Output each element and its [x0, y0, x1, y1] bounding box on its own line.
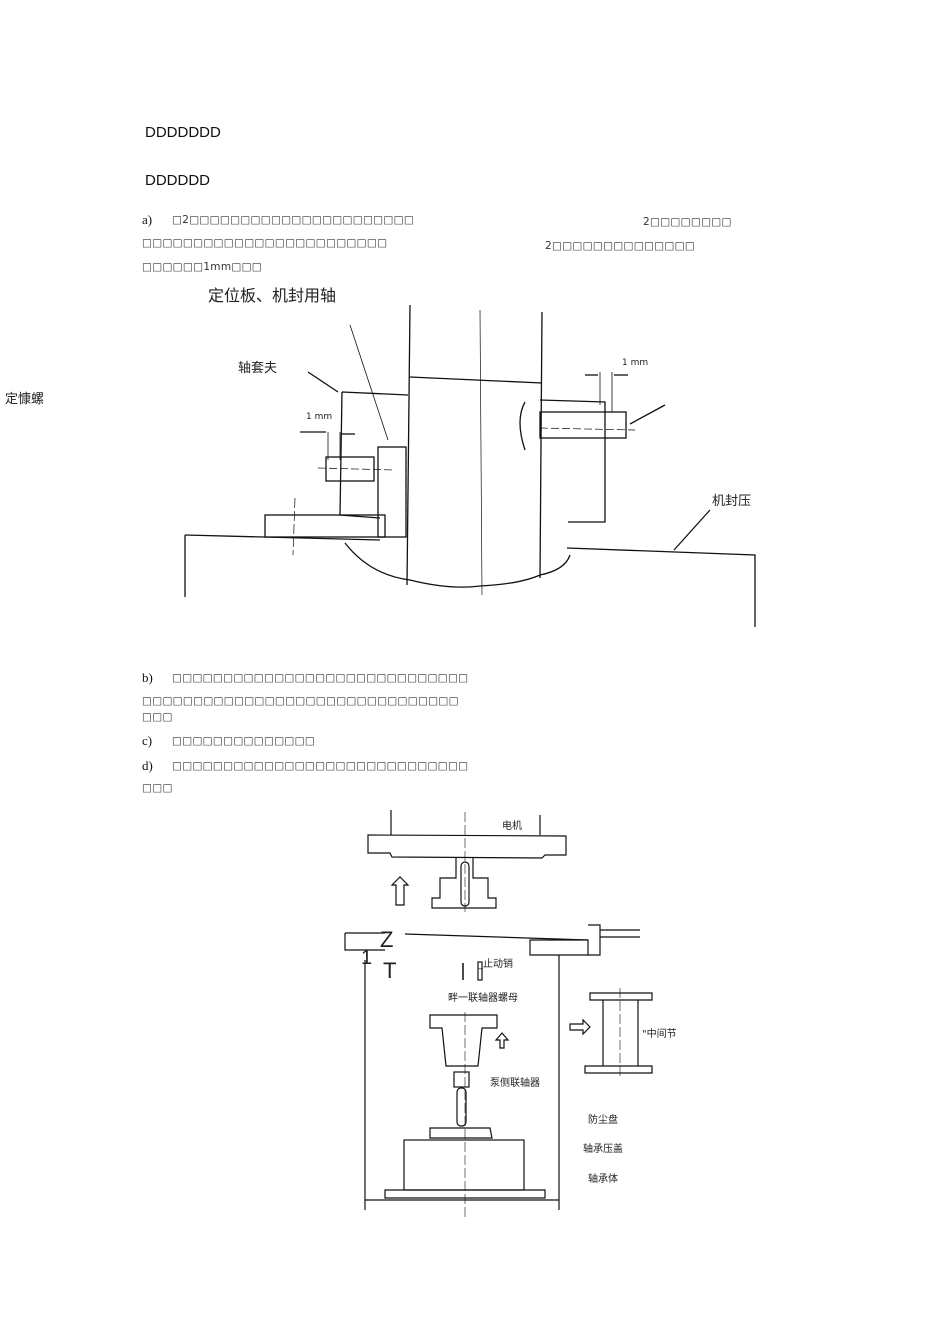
fig1-screw-label: 定慷螺 [5, 392, 45, 407]
heading-2: DDDDDD [145, 172, 210, 189]
para-a-right1: 2□□□□□□□□ [643, 216, 732, 228]
fig2-bearing-cover-label: 轴承压盖 [583, 1144, 623, 1155]
para-b-line3: □□□ [142, 711, 173, 723]
para-d-line1: □□□□□□□□□□□□□□□□□□□□□□□□□□□□□ [172, 760, 469, 772]
para-b-line2: □□□□□□□□□□□□□□□□□□□□□□□□□□□□□□□ [142, 695, 459, 707]
fig2-coupling-nut-label: 畔一联轴器螺母 [448, 993, 518, 1004]
para-d-line2: □□□ [142, 782, 173, 794]
para-a-line2: □□□□□□□□□□□□□□□□□□□□□□□□ [142, 237, 388, 249]
heading-1: DDDDDDD [145, 124, 221, 141]
fig2-drive-pin-label: _止动销 [478, 959, 513, 970]
fig2-pump-coupling-label: 泵侧联轴器 [490, 1078, 540, 1089]
fig1-title: 定位板、机封用轴 [208, 286, 337, 305]
para-d-marker: d) [142, 758, 153, 773]
para-a-line3: □□□□□□1mm□□□ [142, 261, 263, 273]
fig2-mark-1: 1 [361, 947, 373, 969]
para-c-line1: □□□□□□□□□□□□□□ [172, 735, 316, 747]
fig2-bearing-body-label: 轴承体 [588, 1174, 618, 1185]
fig1-gland-label: 机封压 [712, 494, 752, 509]
para-a-line1: □2□□□□□□□□□□□□□□□□□□□□□□ [172, 214, 415, 226]
fig2-dust-disc-label: 防尘盘 [588, 1115, 618, 1126]
fig1-sleeve-label: 轴套夫 [238, 361, 278, 376]
para-b-line1: □□□□□□□□□□□□□□□□□□□□□□□□□□□□□ [172, 672, 469, 684]
para-a-marker: a) [142, 212, 153, 227]
fig1-dim-left: 1 mm [306, 412, 333, 422]
para-b-marker: b) [142, 670, 153, 685]
para-c-marker: c) [142, 733, 153, 748]
fig1-dim-right: 1 mm [622, 358, 649, 368]
fig2-spacer-label: "中间节 [642, 1029, 677, 1040]
para-a-right2: 2□□□□□□□□□□□□□□ [545, 240, 696, 251]
fig2-motor-label: 电机 [502, 821, 522, 832]
fig2-mark-z: Z [380, 927, 394, 952]
fig2-mark-t: T [383, 958, 397, 983]
